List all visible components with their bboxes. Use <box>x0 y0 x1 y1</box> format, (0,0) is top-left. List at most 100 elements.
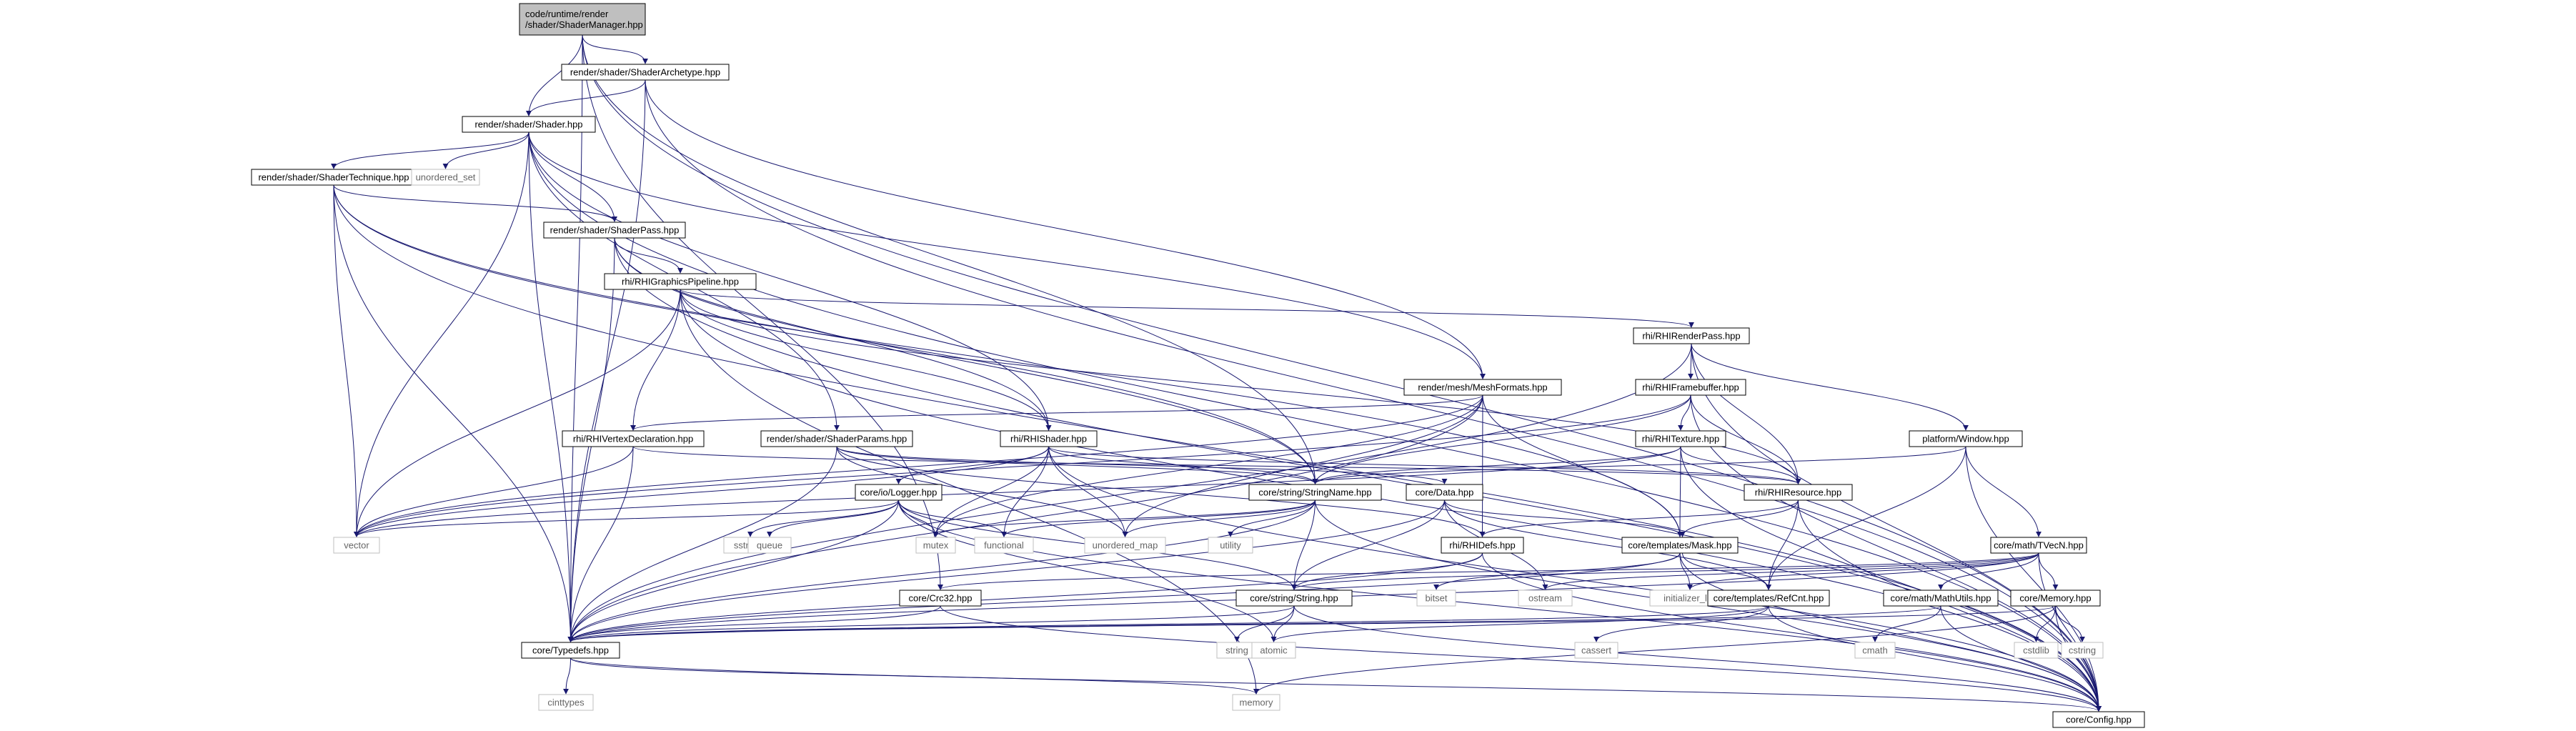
include-edge-resource-to-ref <box>1679 499 1799 537</box>
node-label-atomic: atomic <box>1260 645 1288 656</box>
node-box-unordered_set <box>411 169 480 186</box>
include-edge-technique-to-typedefs <box>333 184 574 642</box>
node-box-vertexdecl <box>562 430 705 447</box>
node-logger[interactable]: core/io/Logger.hpp <box>855 484 943 501</box>
include-edge-string-to-config <box>1293 605 2102 712</box>
include-edge-framebuffer-to-stringname <box>1312 394 1691 484</box>
include-edge-pipeline-to-renderpass <box>680 289 1694 328</box>
node-label-string: core/string/String.hpp <box>1250 593 1338 604</box>
node-label-root: /shader/ShaderManager.hpp <box>525 19 643 30</box>
include-edge-rhishader-to-vector <box>354 446 1049 537</box>
node-label-root: code/runtime/render <box>525 9 609 19</box>
include-edge-archetype-to-config <box>645 79 2102 712</box>
nodes-layer: code/runtime/render/shader/ShaderManager… <box>251 3 2145 728</box>
include-edge-stringname-to-mutex <box>933 499 1316 537</box>
node-data[interactable]: core/Data.hpp <box>1406 484 1483 501</box>
node-shaderparams[interactable]: render/shader/ShaderParams.hpp <box>760 430 913 447</box>
node-rhidefs[interactable]: rhi/RHIDefs.hpp <box>1441 537 1524 554</box>
node-label-memoryhpp: core/Memory.hpp <box>2019 593 2091 604</box>
node-config[interactable]: core/Config.hpp <box>2052 711 2145 728</box>
include-edge-pass-to-rhishader <box>614 237 1052 431</box>
include-edge-root-to-stringname <box>582 34 1318 484</box>
node-rhishader[interactable]: rhi/RHIShader.hpp <box>1000 430 1098 447</box>
node-label-unordered_map: unordered_map <box>1093 540 1158 551</box>
include-edge-logger-to-atomic <box>898 499 1277 642</box>
node-box-cmath <box>1854 642 1896 659</box>
node-pass[interactable]: render/shader/ShaderPass.hpp <box>543 222 686 239</box>
node-shader[interactable]: render/shader/Shader.hpp <box>462 116 596 133</box>
include-edge-vertexdecl-to-resource <box>632 446 1801 484</box>
node-renderpass[interactable]: rhi/RHIRenderPass.hpp <box>1633 327 1750 344</box>
node-crc32[interactable]: core/Crc32.hpp <box>899 590 982 607</box>
include-edge-logger-to-sstream <box>747 499 899 537</box>
include-edge-tvecn-to-mathutils <box>1938 552 2039 590</box>
include-edge-shaderparams-to-unordered_map <box>836 446 1128 537</box>
node-label-refcnt: core/templates/RefCnt.hpp <box>1714 593 1824 604</box>
node-pipeline[interactable]: rhi/RHIGraphicsPipeline.hpp <box>604 273 757 290</box>
node-cassert: cassert <box>1574 642 1618 659</box>
include-edge-data-to-refcnt <box>1444 499 1771 590</box>
include-edge-root-to-typedefs <box>567 34 583 642</box>
node-vector: vector <box>333 537 380 554</box>
node-atomic: atomic <box>1251 642 1296 659</box>
node-box-data <box>1406 484 1483 501</box>
node-label-vertexdecl: rhi/RHIVertexDeclaration.hpp <box>573 434 693 444</box>
node-std_string: string <box>1216 642 1258 659</box>
include-edge-memoryhpp-to-memory <box>1253 605 2056 695</box>
node-label-config: core/Config.hpp <box>2066 715 2132 725</box>
node-stringname[interactable]: core/string/StringName.hpp <box>1248 484 1382 501</box>
include-edge-rhishader-to-logger <box>895 446 1049 484</box>
include-edge-logger-to-functional <box>898 499 1007 537</box>
node-box-renderpass <box>1633 327 1750 344</box>
include-edge-refcnt-to-atomic <box>1270 605 1769 642</box>
include-edge-root-to-archetype <box>582 34 648 64</box>
include-edge-rhishader-to-mutex <box>933 446 1049 537</box>
include-edge-mask-to-config <box>1679 552 2102 712</box>
node-refcnt[interactable]: core/templates/RefCnt.hpp <box>1707 590 1830 607</box>
include-edge-shader-to-vector <box>354 131 529 537</box>
include-edge-refcnt-to-config <box>1768 605 2102 712</box>
node-box-cassert <box>1574 642 1618 659</box>
node-memoryhpp[interactable]: core/Memory.hpp <box>2010 590 2101 607</box>
node-label-queue: queue <box>757 540 782 551</box>
node-string[interactable]: core/string/String.hpp <box>1235 590 1353 607</box>
node-resource[interactable]: rhi/RHIResource.hpp <box>1744 484 1853 501</box>
node-box-functional <box>974 537 1034 554</box>
node-box-typedefs <box>521 642 620 659</box>
include-edge-window-to-config <box>1965 446 2102 712</box>
node-mask[interactable]: core/templates/Mask.hpp <box>1621 537 1739 554</box>
include-edge-refcnt-to-cassert <box>1593 605 1769 642</box>
include-edge-stringname-to-functional <box>1001 499 1316 537</box>
include-edge-technique-to-mask <box>333 184 1683 537</box>
node-framebuffer[interactable]: rhi/RHIFramebuffer.hpp <box>1635 379 1746 396</box>
include-edge-data-to-string <box>1291 499 1445 590</box>
include-edge-tvecn-to-string <box>1291 552 2039 590</box>
node-texture[interactable]: rhi/RHITexture.hpp <box>1635 430 1726 447</box>
node-box-shaderparams <box>760 430 913 447</box>
node-box-string <box>1235 590 1353 607</box>
node-box-window <box>1909 430 2023 447</box>
node-mathutils[interactable]: core/math/MathUtils.hpp <box>1883 590 1999 607</box>
node-tvecn[interactable]: core/math/TVecN.hpp <box>1990 537 2087 554</box>
node-vertexdecl[interactable]: rhi/RHIVertexDeclaration.hpp <box>562 430 705 447</box>
node-typedefs[interactable]: core/Typedefs.hpp <box>521 642 620 659</box>
include-edge-data-to-typedefs <box>567 499 1445 642</box>
include-edge-shader-to-typedefs <box>528 131 574 642</box>
node-window[interactable]: platform/Window.hpp <box>1909 430 2023 447</box>
node-label-pass: render/shader/ShaderPass.hpp <box>550 225 680 236</box>
node-label-crc32: core/Crc32.hpp <box>909 593 973 604</box>
node-label-ostream: ostream <box>1528 593 1562 604</box>
include-edge-typedefs-to-cinttypes <box>563 657 571 695</box>
include-edge-texture-to-mask <box>1677 446 1684 537</box>
include-edge-mask-to-typedefs <box>567 552 1681 642</box>
include-edge-ref-to-refcnt <box>1682 552 1771 590</box>
node-meshformats[interactable]: render/mesh/MeshFormats.hpp <box>1403 379 1562 396</box>
node-box-tvecn <box>1990 537 2087 554</box>
node-label-rhidefs: rhi/RHIDefs.hpp <box>1449 540 1515 551</box>
include-edge-stringname-to-utility <box>1228 499 1316 537</box>
node-archetype[interactable]: render/shader/ShaderArchetype.hpp <box>561 64 730 81</box>
node-root[interactable]: code/runtime/render/shader/ShaderManager… <box>519 3 646 36</box>
node-technique[interactable]: render/shader/ShaderTechnique.hpp <box>251 169 417 186</box>
include-edge-memoryhpp-to-cstring <box>2055 605 2085 642</box>
